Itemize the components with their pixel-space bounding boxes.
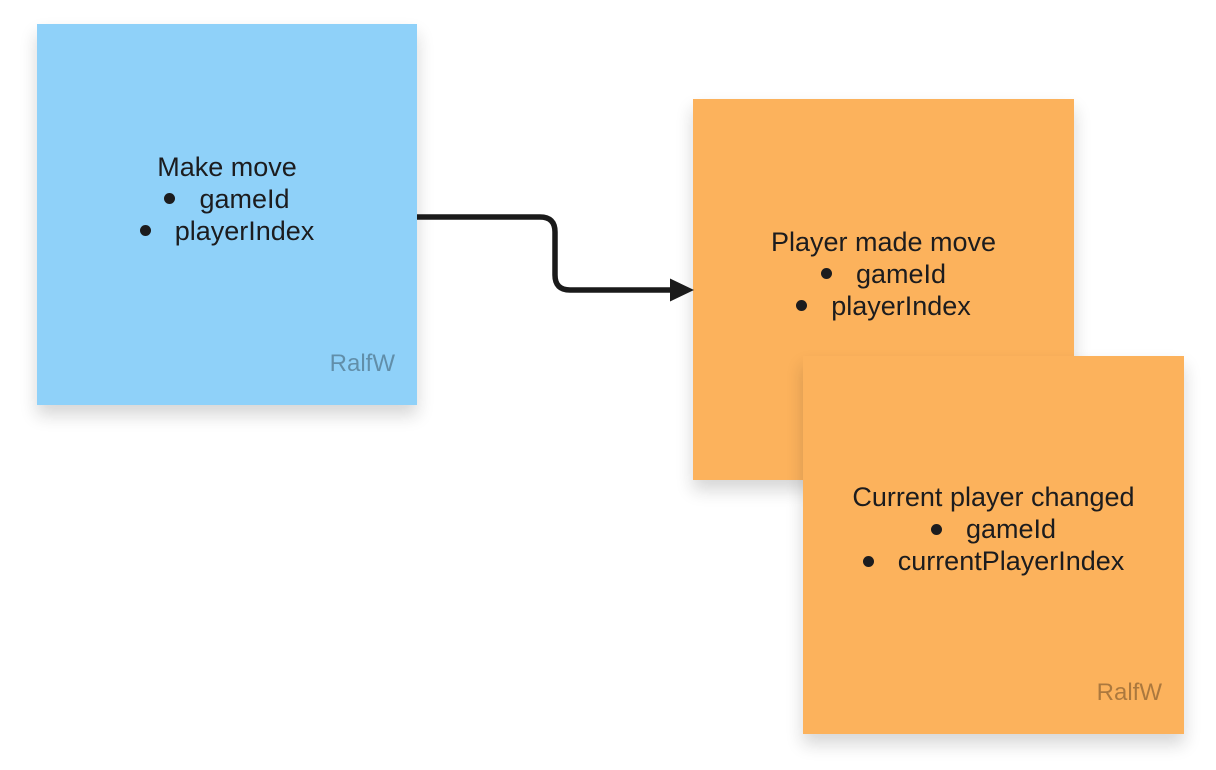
note-content: Player made move gameId playerIndex bbox=[693, 83, 1074, 464]
bullet-text: gameId bbox=[855, 258, 947, 289]
connector-line bbox=[417, 214, 671, 293]
bullet-item: gameId bbox=[930, 513, 1057, 545]
bullet-item: gameId bbox=[164, 183, 290, 215]
bullet-dot-icon bbox=[139, 225, 151, 236]
bullet-item: playerIndex bbox=[139, 215, 315, 247]
bullet-text: currentPlayerIndex bbox=[897, 546, 1125, 576]
connector-arrowhead-icon bbox=[670, 278, 694, 302]
note-content: Current player changed gameId currentPla… bbox=[803, 340, 1184, 718]
bullet-text: playerIndex bbox=[831, 290, 971, 321]
sticky-note-current-player-changed[interactable]: Current player changed gameId currentPla… bbox=[803, 356, 1184, 734]
bullet-text: gameId bbox=[199, 183, 290, 214]
note-title: Player made move bbox=[770, 226, 997, 257]
note-title: Current player changed bbox=[852, 482, 1135, 512]
bullet-dot-icon bbox=[862, 555, 874, 567]
bullet-dot-icon bbox=[930, 523, 942, 535]
bullet-text: gameId bbox=[965, 514, 1057, 544]
note-content: Make move gameId playerIndex bbox=[37, 8, 417, 389]
bullet-item: currentPlayerIndex bbox=[862, 545, 1125, 577]
author-label: RalfW bbox=[329, 350, 395, 377]
bullet-dot-icon bbox=[796, 300, 808, 311]
bullet-item: gameId bbox=[820, 258, 947, 290]
sticky-note-make-move[interactable]: Make move gameId playerIndex RalfW bbox=[37, 24, 417, 405]
author-label: RalfW bbox=[1096, 679, 1162, 706]
bullet-dot-icon bbox=[820, 268, 832, 279]
bullet-text: playerIndex bbox=[174, 215, 315, 246]
bullet-item: playerIndex bbox=[796, 290, 971, 322]
bullet-dot-icon bbox=[164, 193, 176, 204]
note-title: Make move bbox=[157, 151, 297, 182]
